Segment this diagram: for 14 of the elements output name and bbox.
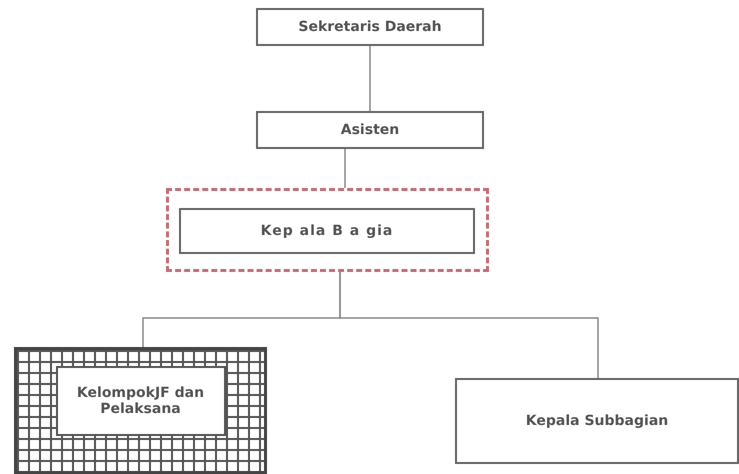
node-label: Kep ala B a gia xyxy=(260,223,394,239)
node-label: Asisten xyxy=(340,122,400,138)
dashed-group-box xyxy=(166,188,489,272)
hatched-box xyxy=(14,347,267,474)
process-box xyxy=(179,208,475,254)
process-box xyxy=(256,8,484,46)
connector-line xyxy=(339,272,599,378)
process-box xyxy=(455,378,739,464)
node-label: KelompokJF dan Pelaksana xyxy=(56,366,226,436)
node-label: Kepala Subbagian xyxy=(526,413,668,429)
connector-line xyxy=(369,46,371,111)
node-label: Sekretaris Daerah xyxy=(298,19,442,35)
connector-line xyxy=(344,149,346,188)
process-box xyxy=(256,111,484,149)
